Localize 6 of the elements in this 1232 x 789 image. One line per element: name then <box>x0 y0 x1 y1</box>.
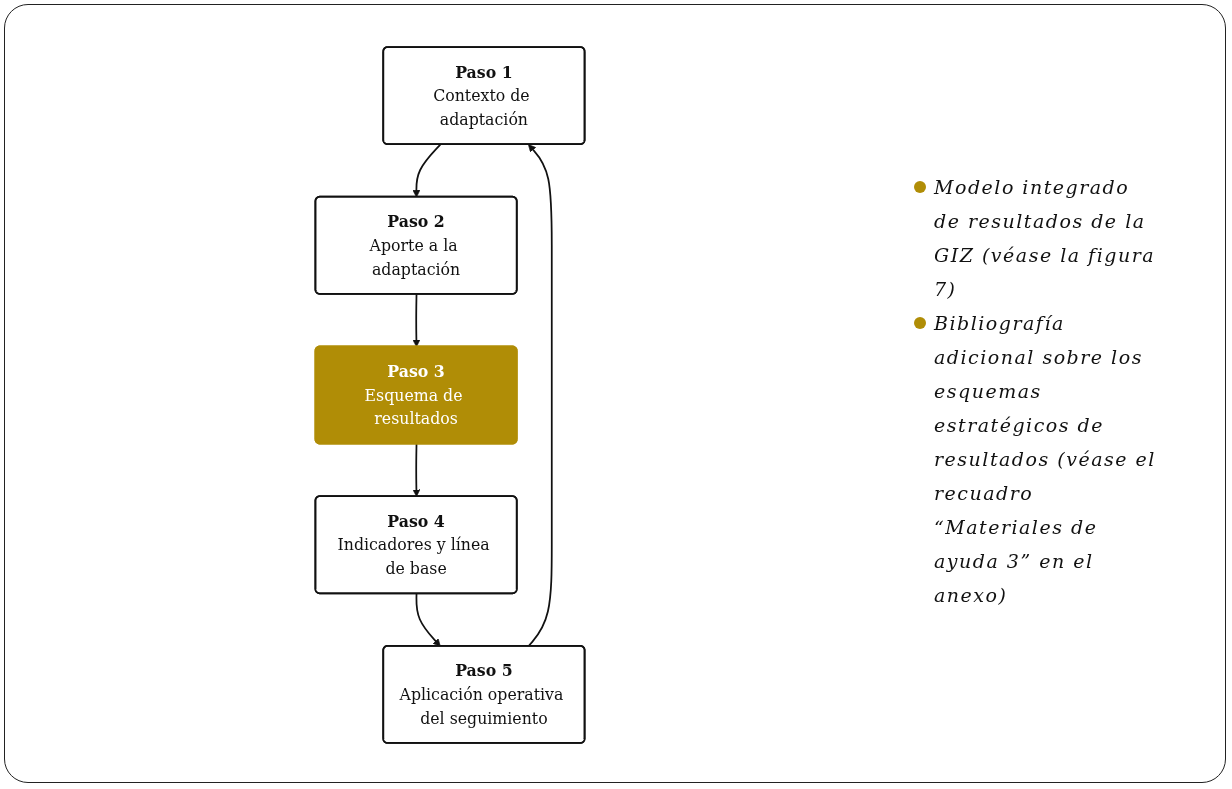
arrow <box>412 143 442 198</box>
arrow <box>412 443 421 497</box>
arrow <box>415 592 441 647</box>
bullet-note: Bibliografía adicional sobre los esquemas estratégicos de resultados (véase el recuadro “Materiales de ayuda 3” en el anexo) <box>912 306 1162 612</box>
bullet-note: Modelo integrado de resultados de la GIZ (véase la figura 7) <box>912 170 1162 306</box>
arrow <box>412 293 421 348</box>
